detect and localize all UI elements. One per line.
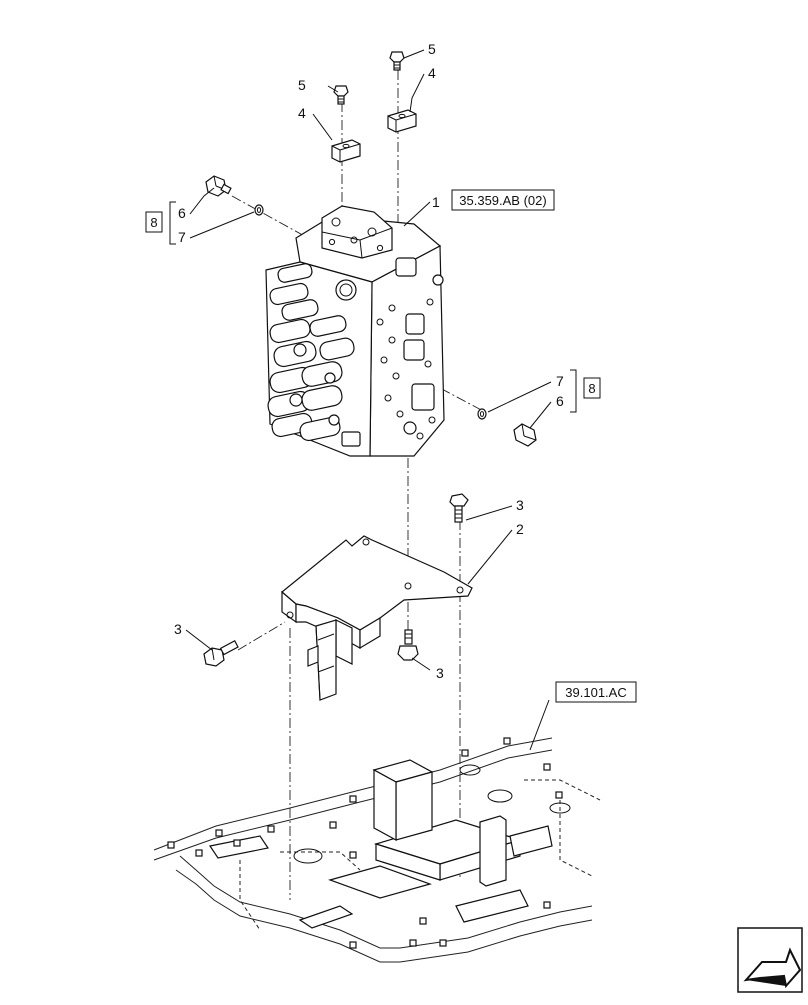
callout-3-top: 3 bbox=[516, 497, 524, 513]
arrow-next-icon[interactable] bbox=[737, 927, 803, 993]
kit-bracket-left: 8 bbox=[145, 201, 176, 245]
bolt-3-top bbox=[449, 493, 469, 523]
block-4-left bbox=[331, 139, 361, 163]
kit-ref-box-left[interactable] bbox=[145, 211, 163, 233]
leader-lines bbox=[185, 49, 552, 751]
bolt-5-right bbox=[389, 51, 405, 71]
assembly-axis-lines bbox=[231, 70, 486, 900]
bolt-3-bottom bbox=[397, 629, 419, 661]
mounting-bracket bbox=[281, 535, 473, 701]
block-4-right bbox=[387, 109, 417, 133]
control-valve-assembly bbox=[265, 205, 445, 457]
oring-7-right bbox=[477, 408, 487, 420]
bolt-3-left bbox=[203, 640, 239, 667]
callout-6-right: 6 bbox=[556, 393, 564, 409]
callout-6-left: 6 bbox=[178, 205, 186, 221]
upper-frame-structure bbox=[153, 737, 601, 963]
kit-bracket-right: 8 bbox=[570, 369, 601, 413]
fitting-6-right bbox=[513, 423, 537, 447]
callout-7-left: 7 bbox=[178, 229, 186, 245]
section-ref-valve[interactable]: 35.359.AB (02) bbox=[451, 189, 555, 211]
callout-5-right: 5 bbox=[428, 41, 436, 57]
callout-3-left: 3 bbox=[174, 621, 182, 637]
section-ref-frame-label[interactable]: 39.101.AC bbox=[565, 685, 626, 700]
section-ref-frame[interactable]: 39.101.AC bbox=[555, 681, 637, 703]
callout-4-left: 4 bbox=[298, 105, 306, 121]
valve-spool-caps bbox=[267, 263, 355, 442]
callout-4-right: 4 bbox=[428, 65, 436, 81]
bolt-5-left bbox=[333, 85, 349, 105]
callout-7-right: 7 bbox=[556, 373, 564, 389]
callout-numbers: 1 2 3 3 3 4 4 5 5 6 6 7 7 bbox=[174, 41, 564, 681]
kit-ref-label-right[interactable]: 8 bbox=[588, 381, 595, 396]
callout-2: 2 bbox=[516, 521, 524, 537]
kit-ref-box-right[interactable] bbox=[583, 377, 601, 399]
callout-1: 1 bbox=[432, 194, 440, 210]
callout-3-bottom: 3 bbox=[436, 665, 444, 681]
oring-7-top bbox=[254, 204, 264, 216]
callout-5-left: 5 bbox=[298, 77, 306, 93]
kit-ref-label-left[interactable]: 8 bbox=[150, 215, 157, 230]
fitting-6-top bbox=[205, 175, 232, 197]
section-ref-valve-label[interactable]: 35.359.AB (02) bbox=[459, 193, 546, 208]
